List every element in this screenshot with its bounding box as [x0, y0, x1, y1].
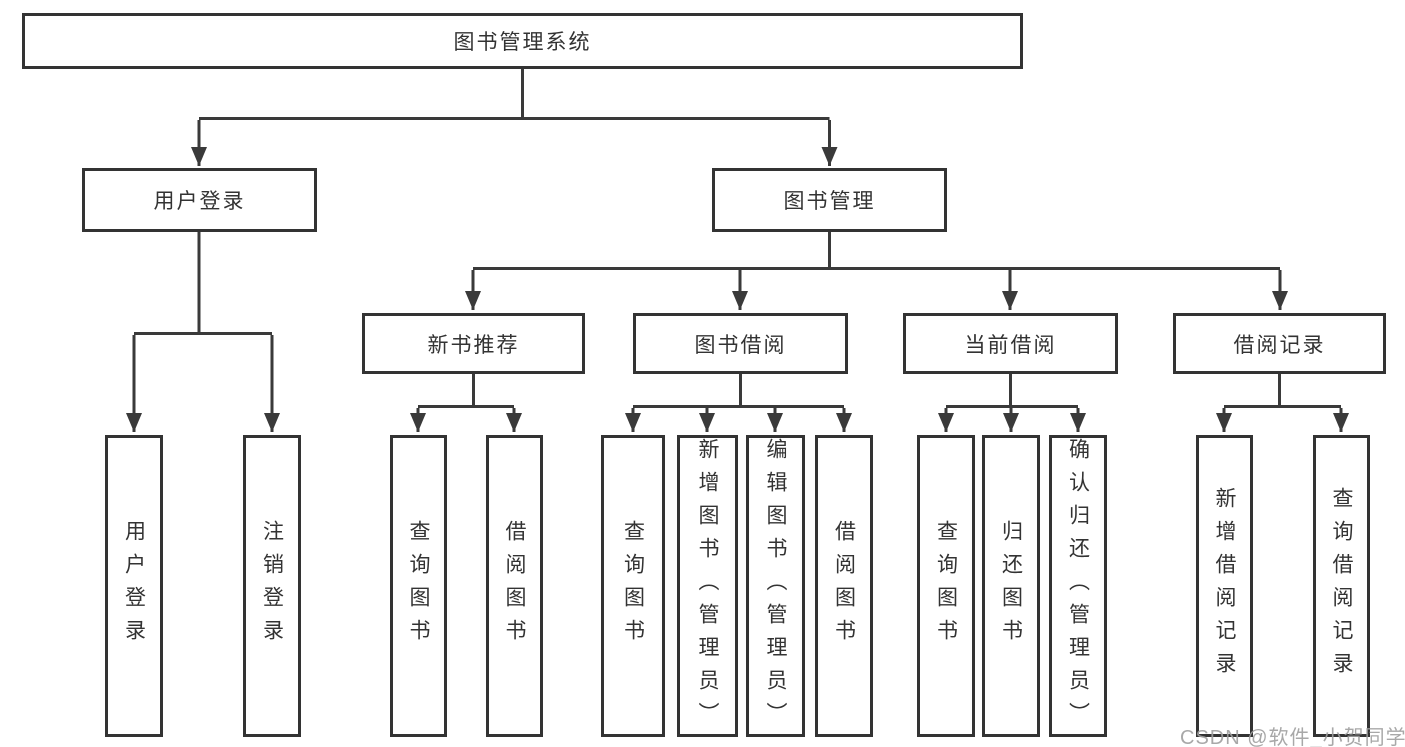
leaf-newbooks-search-label: 查询图书	[407, 520, 430, 652]
node-new-books-label: 新书推荐	[427, 333, 520, 357]
leaf-user-login: 用户登录	[105, 435, 163, 737]
leaf-borrowing-add-admin-label: 新增图书（管理员）	[696, 438, 719, 735]
node-root: 图书管理系统	[22, 13, 1023, 69]
leaf-user-login-label: 用户登录	[122, 520, 146, 652]
leaf-borrowing-edit-admin: 编辑图书（管理员）	[746, 435, 805, 737]
node-book-management-label: 图书管理	[783, 190, 876, 213]
node-book-management: 图书管理	[712, 168, 947, 232]
leaf-newbooks-borrow-label: 借阅图书	[503, 520, 526, 652]
node-book-borrowing-label: 图书借阅	[694, 333, 787, 357]
leaf-current-confirm-admin-label: 确认归还（管理员）	[1066, 438, 1090, 735]
leaf-borrowing-search-label: 查询图书	[621, 520, 645, 652]
leaf-logout-label: 注销登录	[260, 520, 284, 652]
leaf-current-search-label: 查询图书	[934, 520, 958, 652]
leaf-logout: 注销登录	[243, 435, 301, 737]
leaf-newbooks-search: 查询图书	[390, 435, 447, 737]
node-new-books: 新书推荐	[362, 313, 585, 374]
node-user-login-label: 用户登录	[153, 190, 246, 213]
leaf-borrowing-borrow-label: 借阅图书	[832, 520, 856, 652]
leaf-borrowing-add-admin: 新增图书（管理员）	[677, 435, 738, 737]
leaf-current-return: 归还图书	[982, 435, 1040, 737]
leaf-records-search: 查询借阅记录	[1313, 435, 1370, 737]
node-current-borrowing: 当前借阅	[903, 313, 1118, 374]
node-root-label: 图书管理系统	[453, 31, 592, 54]
leaf-records-search-label: 查询借阅记录	[1330, 487, 1353, 685]
node-borrow-records: 借阅记录	[1173, 313, 1386, 374]
leaf-borrowing-borrow: 借阅图书	[815, 435, 873, 737]
node-borrow-records-label: 借阅记录	[1233, 333, 1326, 357]
leaf-borrowing-edit-admin-label: 编辑图书（管理员）	[764, 438, 787, 735]
leaf-current-return-label: 归还图书	[999, 520, 1023, 652]
leaf-current-confirm-admin: 确认归还（管理员）	[1049, 435, 1107, 737]
leaf-borrowing-search: 查询图书	[601, 435, 665, 737]
node-current-borrowing-label: 当前借阅	[964, 333, 1057, 357]
node-book-borrowing: 图书借阅	[633, 313, 848, 374]
leaf-records-add: 新增借阅记录	[1196, 435, 1253, 737]
leaf-current-search: 查询图书	[917, 435, 975, 737]
leaf-newbooks-borrow: 借阅图书	[486, 435, 543, 737]
csdn-watermark: CSDN @软件_小贺同学	[1180, 727, 1405, 747]
leaf-records-add-label: 新增借阅记录	[1213, 487, 1236, 685]
node-user-login: 用户登录	[82, 168, 317, 232]
